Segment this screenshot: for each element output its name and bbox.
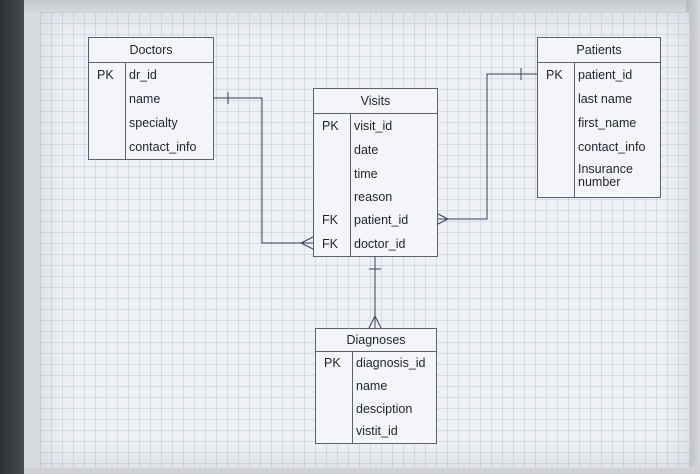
attribute-name: contact_info bbox=[578, 140, 646, 154]
entity-title: Visits bbox=[314, 89, 437, 114]
attribute-name: patient_id bbox=[578, 68, 633, 82]
attribute-name: dr_id bbox=[129, 68, 157, 82]
entity-visits[interactable]: Visits PK visit_id date time reason FK p… bbox=[313, 88, 438, 257]
attribute-name: patient_id bbox=[354, 213, 409, 227]
attribute-row: name bbox=[316, 375, 436, 398]
entity-title: Doctors bbox=[89, 38, 213, 63]
key-column bbox=[314, 114, 351, 256]
attribute-row: specialty bbox=[89, 111, 213, 135]
attribute-name: date bbox=[354, 143, 379, 157]
attribute-name: name bbox=[129, 92, 161, 106]
entity-title: Patients bbox=[538, 38, 660, 63]
attribute-row: desciption bbox=[316, 398, 436, 420]
entity-doctors[interactable]: Doctors PK dr_id name specialty contact_… bbox=[88, 37, 214, 160]
entity-diagnoses[interactable]: Diagnoses PK diagnosis_id name desciptio… bbox=[315, 328, 437, 444]
attribute-name: last name bbox=[578, 92, 633, 106]
attribute-name: reason bbox=[354, 190, 393, 204]
key-column bbox=[316, 352, 353, 443]
attribute-row: PK dr_id bbox=[89, 63, 213, 87]
attribute-row: reason bbox=[314, 185, 437, 208]
attribute-row: PK patient_id bbox=[538, 63, 660, 87]
key-label: PK bbox=[97, 68, 114, 82]
attribute-row: FK doctor_id bbox=[314, 232, 437, 256]
entity-title: Diagnoses bbox=[316, 329, 436, 352]
key-label: FK bbox=[322, 237, 338, 251]
page-margin bbox=[24, 12, 40, 468]
attribute-row: date bbox=[314, 138, 437, 162]
attribute-row: PK diagnosis_id bbox=[316, 352, 436, 375]
attribute-name: visit_id bbox=[354, 119, 393, 133]
attribute-name: diagnosis_id bbox=[356, 356, 426, 370]
attribute-name: time bbox=[354, 167, 378, 181]
attribute-row: last name bbox=[538, 87, 660, 111]
attribute-row: Insurance number bbox=[538, 159, 660, 191]
attribute-name: vistit_id bbox=[356, 424, 398, 438]
attribute-row: FK patient_id bbox=[314, 208, 437, 232]
monitor-bezel-top bbox=[24, 0, 700, 12]
key-label: PK bbox=[324, 356, 341, 370]
entity-patients[interactable]: Patients PK patient_id last name first_n… bbox=[537, 37, 661, 198]
attribute-name: doctor_id bbox=[354, 237, 406, 251]
attribute-name: contact_info bbox=[129, 140, 197, 154]
attribute-name: specialty bbox=[129, 116, 178, 130]
key-label: FK bbox=[322, 213, 338, 227]
attribute-name: first_name bbox=[578, 116, 637, 130]
attribute-name: name bbox=[356, 379, 388, 393]
monitor-bezel-left bbox=[0, 0, 24, 474]
attribute-name: Insurance number bbox=[578, 162, 633, 189]
monitor-bezel-bottom bbox=[24, 466, 700, 474]
attribute-row: name bbox=[89, 87, 213, 111]
key-label: PK bbox=[322, 119, 339, 133]
attribute-row: first_name bbox=[538, 111, 660, 135]
attribute-row: time bbox=[314, 162, 437, 185]
attribute-row: contact_info bbox=[89, 135, 213, 159]
attribute-row: vistit_id bbox=[316, 420, 436, 442]
attribute-name: desciption bbox=[356, 402, 413, 416]
key-column bbox=[89, 63, 126, 159]
attribute-row: contact_info bbox=[538, 135, 660, 159]
attribute-row: PK visit_id bbox=[314, 114, 437, 138]
key-label: PK bbox=[546, 68, 563, 82]
key-column bbox=[538, 63, 575, 197]
